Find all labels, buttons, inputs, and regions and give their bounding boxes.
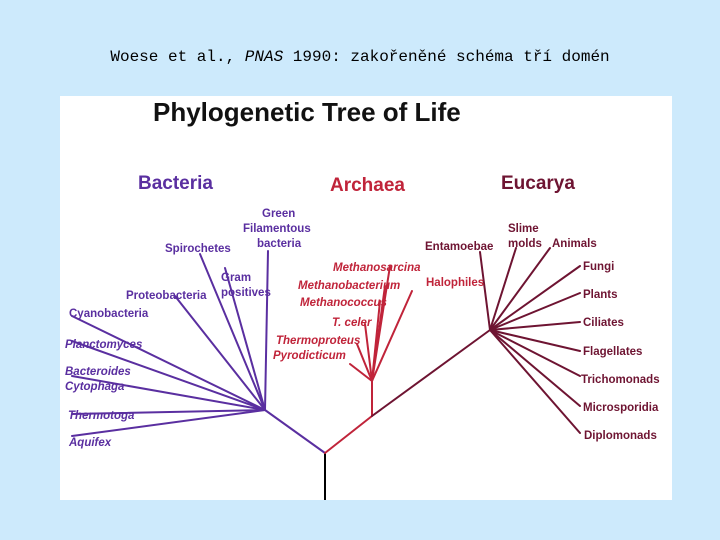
- branch-thermoproteus: [356, 343, 373, 382]
- branch-halophiles: [371, 290, 413, 382]
- branch-flagellates: [489, 329, 581, 352]
- eucarya-labels: Entamoebae Slime molds Animals Fungi Pla…: [425, 223, 660, 442]
- figure-title: Phylogenetic Tree of Life: [153, 97, 461, 127]
- eucarya-branches: [371, 247, 581, 434]
- bacteria-branches: [71, 250, 326, 454]
- phylogenetic-tree-svg: Phylogenetic Tree of Life: [65, 97, 660, 500]
- label-thermotoga: Thermotoga: [68, 410, 135, 422]
- label-aquifex: Aquifex: [68, 437, 112, 449]
- branch-archaea-stem: [324, 415, 373, 454]
- label-methanococcus: Methanococcus: [300, 297, 387, 309]
- branch-animals: [489, 247, 551, 331]
- branch-bacteria-stem: [264, 409, 326, 454]
- label-methanobacterium: Methanobacterium: [298, 280, 400, 292]
- slide-title-prefix: Woese et al.,: [110, 48, 245, 66]
- branch-bacteroides: [71, 375, 266, 411]
- branch-plants: [489, 292, 581, 331]
- label-entamoebae: Entamoebae: [425, 241, 493, 253]
- slide-title-journal: PNAS: [244, 48, 284, 66]
- label-gram-2: positives: [221, 287, 271, 299]
- label-flagellates: Flagellates: [583, 346, 642, 358]
- domain-label-archaea: Archaea: [330, 175, 405, 196]
- phylogenetic-tree-figure: Phylogenetic Tree of Life: [60, 96, 672, 500]
- archaea-branches: [324, 265, 413, 454]
- branch-green-filamentous: [264, 250, 269, 411]
- label-trichomonads: Trichomonads: [581, 374, 660, 386]
- branch-microsporidia: [489, 329, 581, 407]
- branch-pyrodicticum: [349, 363, 373, 382]
- label-bacteroides: Bacteroides: [65, 366, 131, 378]
- label-spirochetes: Spirochetes: [165, 243, 231, 255]
- branch-fungi: [489, 265, 581, 331]
- bacteria-labels: Green Filamentous bacteria Spirochetes G…: [65, 208, 311, 449]
- label-diplomonads: Diplomonads: [584, 430, 657, 442]
- label-microsporidia: Microsporidia: [583, 402, 659, 414]
- label-cytophaga: Cytophaga: [65, 381, 125, 393]
- label-fungi: Fungi: [583, 261, 614, 273]
- branch-ciliates: [489, 321, 581, 331]
- label-slime-2: molds: [508, 238, 542, 250]
- label-cyanobacteria: Cyanobacteria: [69, 308, 149, 320]
- branch-slime-molds: [489, 247, 517, 331]
- slide-title: Woese et al., PNAS 1990: zakořeněné sché…: [0, 48, 720, 66]
- label-thermoproteus: Thermoproteus: [276, 335, 360, 347]
- label-animals: Animals: [552, 238, 597, 250]
- domain-label-bacteria: Bacteria: [138, 173, 213, 194]
- branch-gram-positives: [224, 267, 266, 411]
- branch-aquifex: [71, 409, 266, 437]
- branch-diplomonads: [489, 329, 581, 434]
- archaea-labels: Methanosarcina Methanobacterium Halophil…: [273, 262, 484, 362]
- label-planctomyces: Planctomyces: [65, 339, 142, 351]
- branch-proteobacteria: [174, 295, 266, 411]
- label-gram-1: Gram: [221, 272, 251, 284]
- label-methanosarcina: Methanosarcina: [333, 262, 421, 274]
- branch-cyanobacteria: [71, 315, 266, 411]
- label-pyrodicticum: Pyrodicticum: [273, 350, 346, 362]
- branch-t-celer: [364, 323, 373, 382]
- label-green-2: Filamentous: [243, 223, 311, 235]
- branch-entamoebae: [479, 251, 491, 331]
- branch-thermotoga: [71, 409, 266, 415]
- branch-methanosarcina: [371, 265, 391, 382]
- branch-eucarya-stem: [371, 329, 491, 417]
- branch-spirochetes: [199, 253, 266, 411]
- label-proteobacteria: Proteobacteria: [126, 290, 207, 302]
- slide-title-suffix: 1990: zakořeněné schéma tří domén: [283, 48, 610, 66]
- label-ciliates: Ciliates: [583, 317, 624, 329]
- domain-label-eucarya: Eucarya: [501, 173, 575, 194]
- label-slime-1: Slime: [508, 223, 539, 235]
- branch-trichomonads: [489, 329, 581, 377]
- label-t-celer: T. celer: [332, 317, 372, 329]
- branch-planctomyces: [71, 340, 266, 411]
- label-green-1: Green: [262, 208, 295, 220]
- label-halophiles: Halophiles: [426, 277, 484, 289]
- label-plants: Plants: [583, 289, 618, 301]
- label-green-3: bacteria: [257, 238, 302, 250]
